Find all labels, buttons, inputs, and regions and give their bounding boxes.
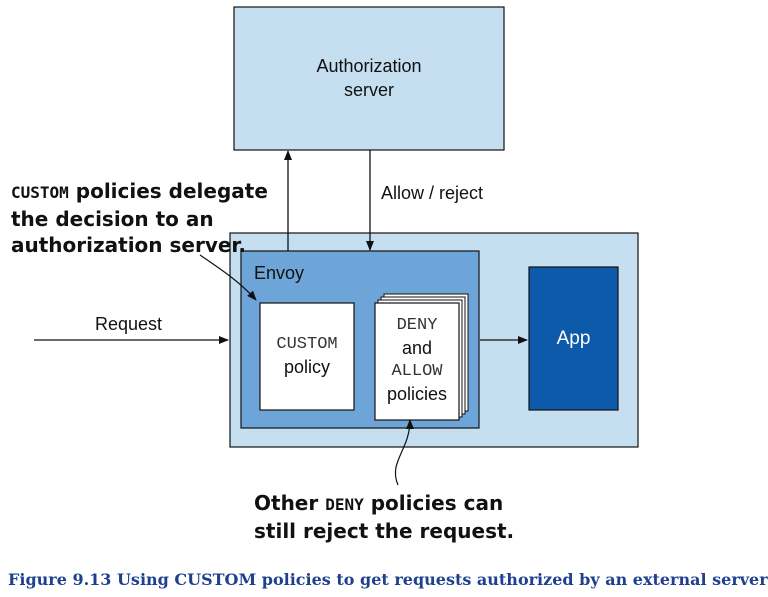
authorization-server-label: Authorization server (234, 54, 504, 102)
annotation-deny-policies: Other DENY policies can still reject the… (254, 490, 514, 544)
authorization-server-label-line2: server (343, 80, 394, 100)
allow-label-code: ALLOW (391, 362, 443, 381)
envoy-label: Envoy (254, 263, 305, 283)
annotation-custom-line1-rest: policies delegate (68, 179, 268, 203)
annotation-custom-line1: CUSTOM policies delegate (11, 178, 268, 206)
annotation-deny-line2: still reject the request. (254, 519, 515, 543)
deny-allow-policy-box (374, 302, 460, 421)
app-label: App (556, 328, 591, 349)
authorization-server-box (233, 6, 505, 151)
policies-label: policies (386, 384, 448, 404)
annotation-deny-code: DENY (325, 495, 364, 514)
annotation-custom-code: CUSTOM (11, 183, 69, 202)
custom-policy-box (259, 302, 355, 411)
deny-label-code: DENY (396, 316, 438, 335)
callout-deny-pointer (394, 419, 414, 486)
request-label: Request (95, 314, 163, 334)
callout-custom-pointer (199, 254, 257, 301)
authorization-server-label-line1: Authorization (316, 56, 422, 76)
annotation-deny-suffix: policies can (363, 491, 504, 515)
custom-policy-label-code: CUSTOM (276, 335, 338, 354)
custom-policy-label-text: policy (283, 357, 331, 377)
annotation-custom-line3: authorization server. (11, 233, 247, 257)
custom-policy-label: CUSTOM policy (260, 333, 354, 379)
annotation-deny-line1: Other DENY policies can (254, 490, 514, 518)
annotation-custom-policies: CUSTOM policies delegate the decision to… (11, 178, 268, 258)
annotation-custom-line2: the decision to an (11, 207, 214, 231)
figure-caption: Figure 9.13 Using CUSTOM policies to get… (8, 570, 768, 589)
app-box (528, 266, 619, 411)
and-label: and (401, 338, 433, 358)
annotation-deny-prefix: Other (254, 491, 326, 515)
diagram-canvas (34, 6, 639, 486)
allow-reject-label: Allow / reject (381, 183, 484, 203)
deny-allow-policies-label: DENY and ALLOW policies (375, 314, 459, 406)
